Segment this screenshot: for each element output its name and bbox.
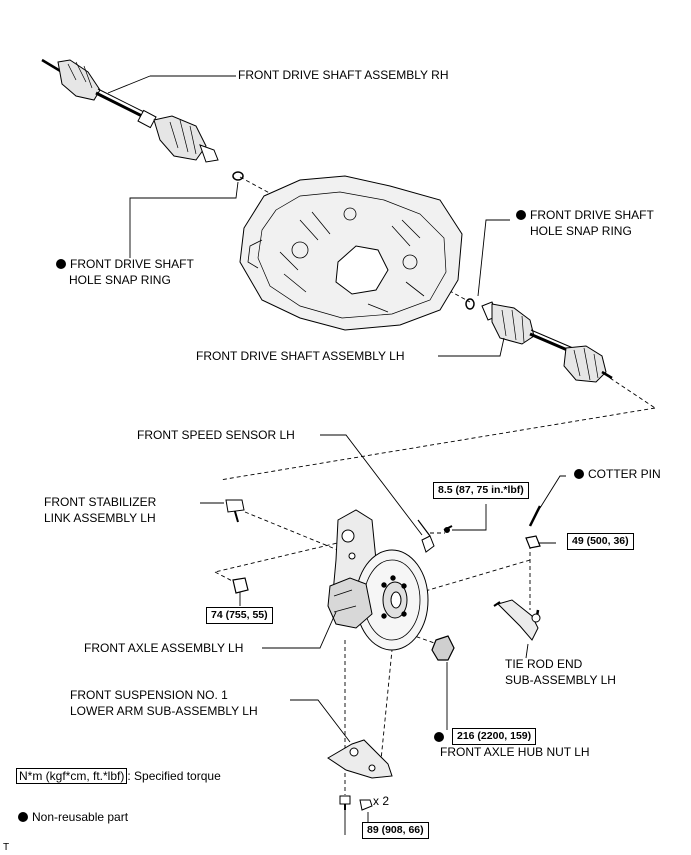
label-snap-ring-left-line2: HOLE SNAP RING [69, 273, 171, 287]
torque-tie-rod-nut: 49 (500, 36) [567, 533, 634, 550]
label-cotter-pin: COTTER PIN [574, 467, 661, 482]
label-snap-ring-right-text1: FRONT DRIVE SHAFT [530, 208, 654, 222]
non-reusable-dot-icon [56, 259, 66, 269]
speed-sensor-bolt-art [443, 525, 453, 533]
snap-ring-right-art [465, 298, 475, 310]
non-reusable-dot-icon [574, 469, 584, 479]
label-times-two: x 2 [373, 794, 390, 808]
legend-non-reusable-text: Non-reusable part [32, 810, 129, 824]
transaxle-art [239, 175, 463, 331]
label-hub-nut-dot [434, 730, 448, 745]
lower-arm-bolts-art [339, 795, 373, 811]
label-drive-shaft-lh: FRONT DRIVE SHAFT ASSEMBLY LH [196, 349, 405, 363]
tie-rod-end-art [493, 599, 541, 641]
leader-lines [107, 75, 566, 835]
cotter-pin-art [528, 505, 542, 527]
snap-ring-left-art [232, 171, 244, 181]
corner-mark: T [3, 842, 10, 853]
torque-speed-sensor-bolt: 8.5 (87, 75 in.*lbf) [433, 482, 529, 499]
label-stabilizer-line1: FRONT STABILIZER [44, 495, 157, 509]
torque-hub-nut: 216 (2200, 159) [452, 728, 537, 745]
non-reusable-dot-icon [516, 210, 526, 220]
legend-non-reusable: Non-reusable part [18, 810, 128, 825]
legend-torque-desc: : Specified torque [127, 769, 221, 783]
stabilizer-link-art [225, 499, 245, 523]
label-axle-assembly: FRONT AXLE ASSEMBLY LH [84, 641, 244, 655]
label-cotter-pin-text: COTTER PIN [588, 467, 661, 481]
drive-shaft-rh-art [41, 58, 219, 163]
non-reusable-dot-icon [18, 812, 28, 822]
torque-lower-arm-bolts: 89 (908, 66) [362, 822, 429, 839]
stabilizer-nut-art [232, 577, 249, 594]
tie-rod-nut-art [525, 535, 541, 549]
label-snap-ring-right-line1: FRONT DRIVE SHAFT [516, 208, 654, 223]
legend-torque: N*m (kgf*cm, ft.*lbf): Specified torque [16, 768, 221, 784]
drive-shaft-lh-art [481, 301, 613, 383]
label-snap-ring-right-line2: HOLE SNAP RING [530, 224, 632, 238]
label-snap-ring-left-line1: FRONT DRIVE SHAFT [56, 257, 194, 272]
axle-assembly-art [327, 509, 435, 651]
label-lower-arm-line2: LOWER ARM SUB-ASSEMBLY LH [70, 704, 258, 718]
label-lower-arm-line1: FRONT SUSPENSION NO. 1 [70, 688, 228, 702]
label-hub-nut: FRONT AXLE HUB NUT LH [440, 745, 590, 759]
label-tie-rod-line1: TIE ROD END [505, 657, 583, 671]
lower-arm-art [327, 739, 393, 779]
legend-torque-units: N*m (kgf*cm, ft.*lbf) [16, 768, 128, 784]
label-snap-ring-left-text1: FRONT DRIVE SHAFT [70, 257, 194, 271]
non-reusable-dot-icon [434, 732, 444, 742]
label-speed-sensor: FRONT SPEED SENSOR LH [137, 428, 295, 442]
label-tie-rod-line2: SUB-ASSEMBLY LH [505, 673, 616, 687]
label-drive-shaft-rh: FRONT DRIVE SHAFT ASSEMBLY RH [238, 68, 449, 82]
hub-nut-art [431, 635, 455, 661]
label-stabilizer-line2: LINK ASSEMBLY LH [44, 511, 156, 525]
torque-stabilizer-nut: 74 (755, 55) [206, 607, 273, 624]
